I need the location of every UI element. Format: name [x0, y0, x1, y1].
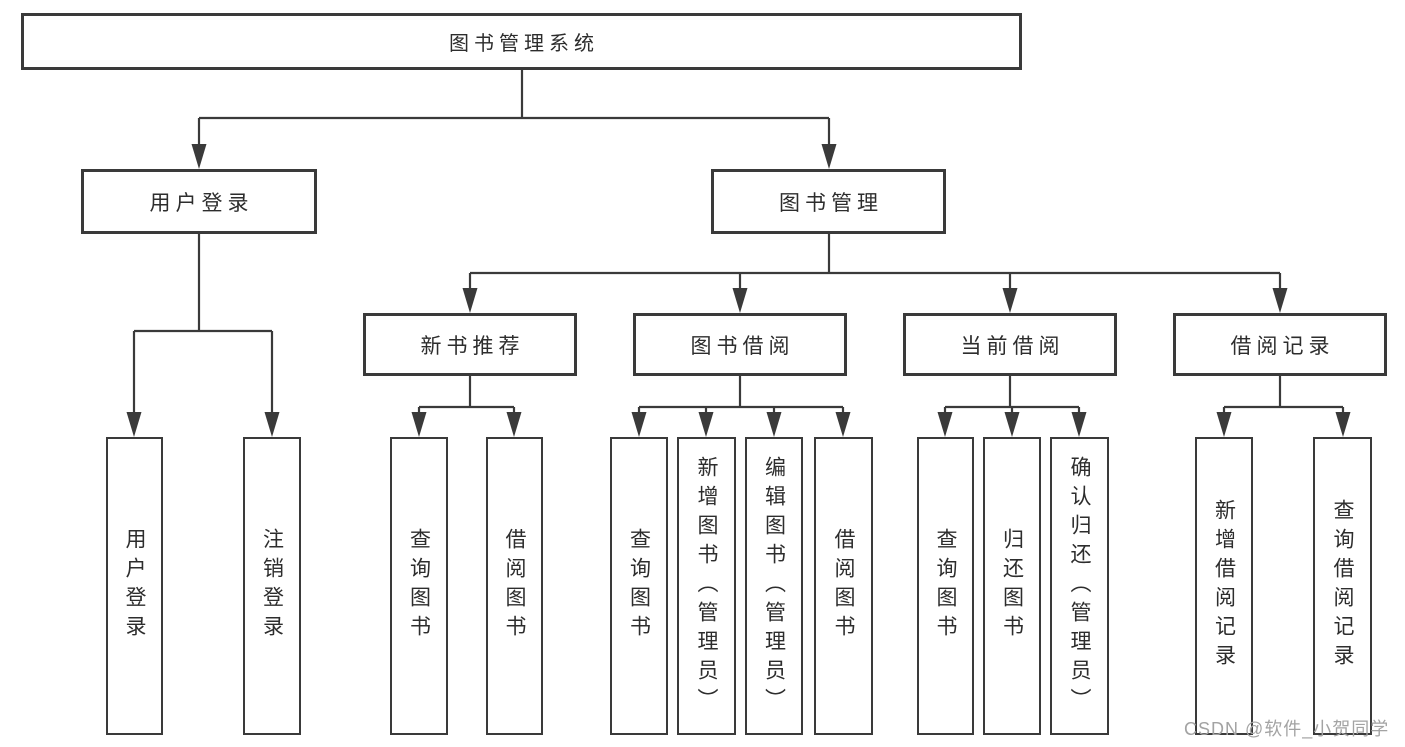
leaf-label: 新增借阅记录	[1212, 499, 1236, 673]
leaf-label: 确认归还（管理员）	[1068, 455, 1091, 717]
leaf-label: 用户登录	[123, 528, 146, 644]
leaf-borrow-books-recommend: 借阅图书	[486, 437, 543, 735]
leaf-query-books-recommend: 查询图书	[390, 437, 448, 735]
watermark: CSDN @软件_小贺同学	[1184, 719, 1390, 739]
node-book-borrowing: 图书借阅	[633, 313, 847, 376]
leaf-label: 查询图书	[407, 528, 431, 644]
node-current-borrowing: 当前借阅	[903, 313, 1117, 376]
leaf-add-borrow-record: 新增借阅记录	[1195, 437, 1253, 735]
leaf-add-book-admin: 新增图书（管理员）	[677, 437, 736, 735]
leaf-query-books-borrow: 查询图书	[610, 437, 668, 735]
leaf-edit-book-admin: 编辑图书（管理员）	[745, 437, 803, 735]
leaf-label: 注销登录	[260, 528, 284, 644]
leaf-label: 查询图书	[934, 528, 957, 644]
leaf-query-borrow-record: 查询借阅记录	[1313, 437, 1372, 735]
leaf-label: 查询借阅记录	[1331, 499, 1354, 673]
leaf-label: 借阅图书	[832, 528, 855, 644]
leaf-label: 新增图书（管理员）	[695, 455, 718, 717]
leaf-label: 编辑图书（管理员）	[762, 455, 786, 717]
leaf-borrow-books: 借阅图书	[814, 437, 873, 735]
leaf-query-books-current: 查询图书	[917, 437, 974, 735]
leaf-return-books: 归还图书	[983, 437, 1041, 735]
leaf-label: 借阅图书	[503, 528, 526, 644]
leaf-label: 查询图书	[627, 528, 651, 644]
node-user-login: 用户登录	[81, 169, 317, 234]
node-book-management: 图书管理	[711, 169, 946, 234]
leaf-confirm-return-admin: 确认归还（管理员）	[1050, 437, 1109, 735]
node-library-management-system: 图书管理系统	[21, 13, 1022, 70]
node-new-book-recommendation: 新书推荐	[363, 313, 577, 376]
node-borrowing-records: 借阅记录	[1173, 313, 1387, 376]
leaf-user-login: 用户登录	[106, 437, 163, 735]
leaf-label: 归还图书	[1000, 528, 1024, 644]
leaf-logout: 注销登录	[243, 437, 301, 735]
